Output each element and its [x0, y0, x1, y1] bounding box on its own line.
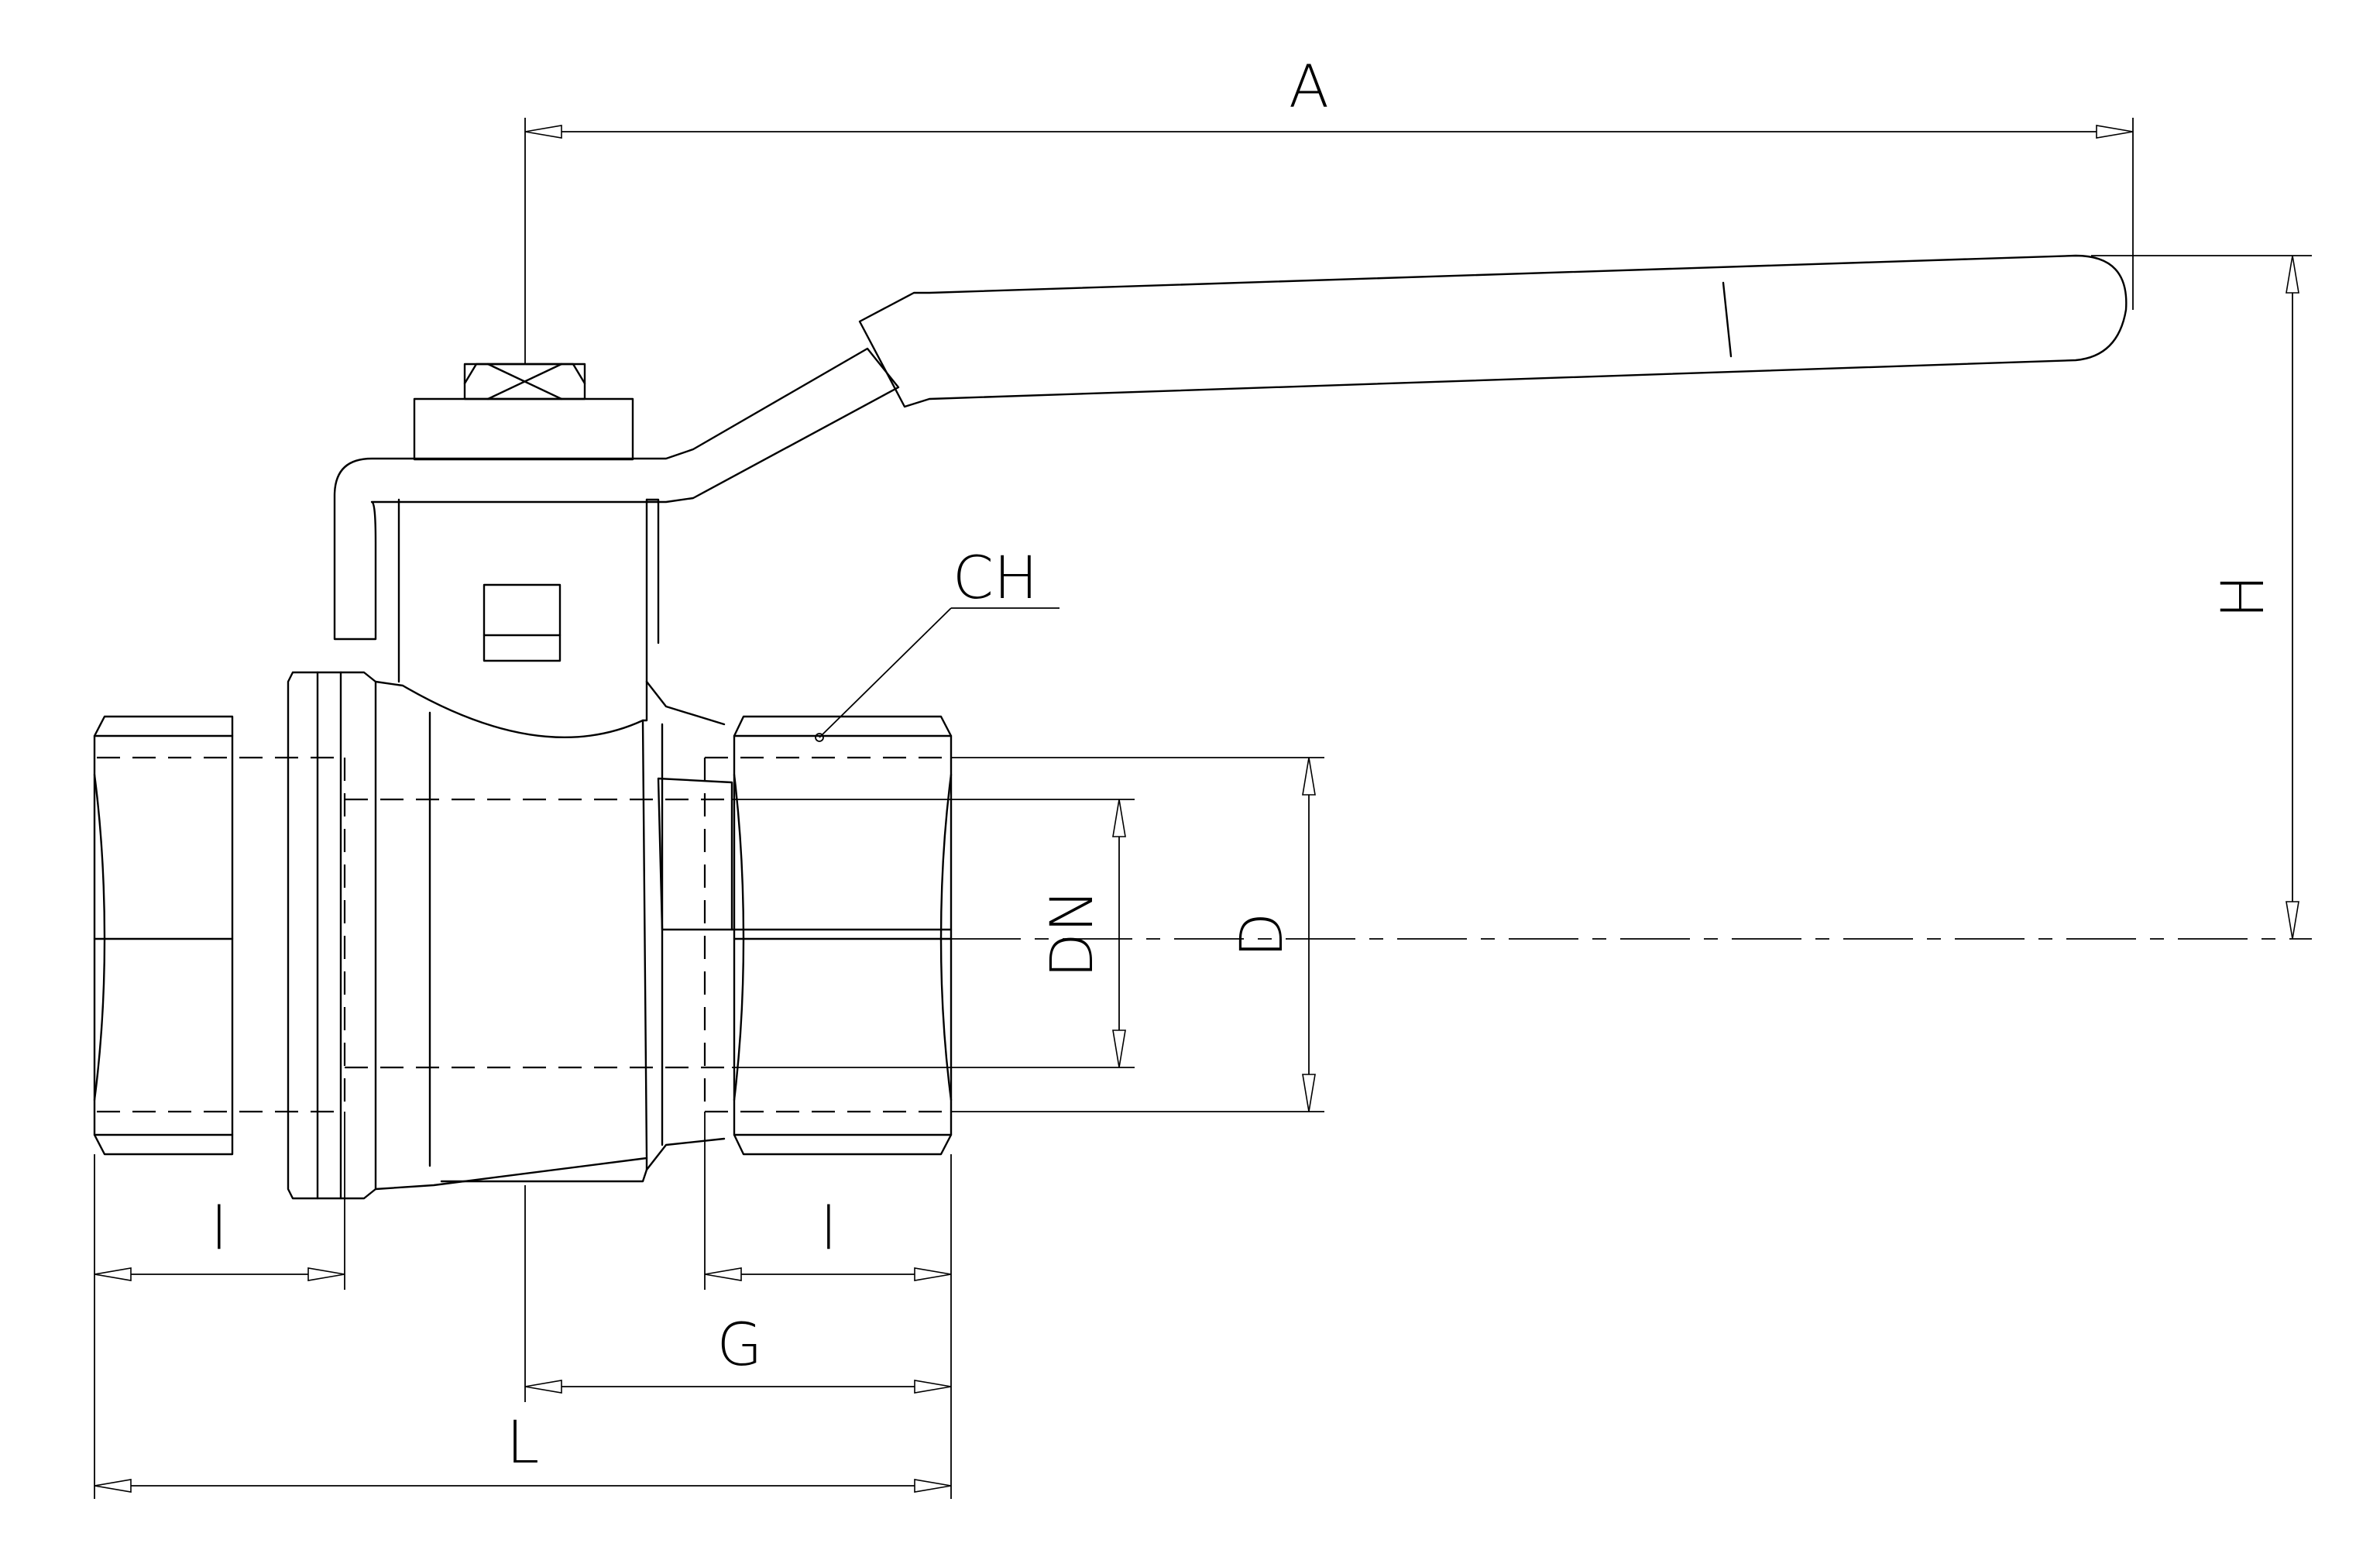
- dimension-l-right-label: l: [820, 1194, 836, 1263]
- dimension-h-arrow-top: [2286, 255, 2299, 294]
- dimension-a: A: [524, 52, 2134, 364]
- stem-nut: [413, 363, 634, 461]
- dimension-d-arrow-bottom: [1302, 1074, 1316, 1112]
- dimension-a-arrow-left: [524, 125, 562, 139]
- dimension-ch: CH: [815, 543, 1059, 742]
- dimension-d-label: D: [1227, 913, 1296, 958]
- dimension-l-overall-label: L: [507, 1408, 539, 1476]
- left-hex-nut: [93, 715, 234, 1156]
- valve-body: [93, 498, 2312, 1200]
- right-hex-nut: [733, 715, 953, 1156]
- left-flange: [287, 671, 377, 1200]
- lever-handle: [333, 254, 2128, 641]
- dimension-dn-label: DN: [1037, 889, 1106, 978]
- dimension-l-overall: L: [94, 1408, 952, 1493]
- dimension-d: D: [951, 757, 1324, 1112]
- dimension-dn: DN: [732, 799, 1135, 1068]
- dimension-h: H: [2091, 255, 2312, 940]
- dimension-a-arrow-right: [2096, 125, 2134, 139]
- central-body: [374, 680, 726, 1191]
- dimension-l-left: l: [94, 1112, 345, 1499]
- dimension-l-right: l: [704, 1112, 952, 1499]
- dimension-l-left-label: l: [211, 1194, 227, 1263]
- dimension-a-label: A: [1289, 52, 1329, 121]
- dimension-dn-arrow-top: [1112, 799, 1126, 837]
- dimension-h-label: H: [2208, 574, 2277, 618]
- dimension-h-arrow-bottom: [2286, 901, 2299, 940]
- dimension-g: G: [524, 1185, 952, 1402]
- dimension-ch-label: CH: [953, 543, 1038, 612]
- hidden-lines: [97, 756, 953, 1113]
- dimension-dn-arrow-bottom: [1112, 1029, 1126, 1068]
- dimension-d-arrow-top: [1302, 757, 1316, 796]
- stem-gland: [397, 498, 660, 683]
- dimension-g-label: G: [717, 1310, 763, 1379]
